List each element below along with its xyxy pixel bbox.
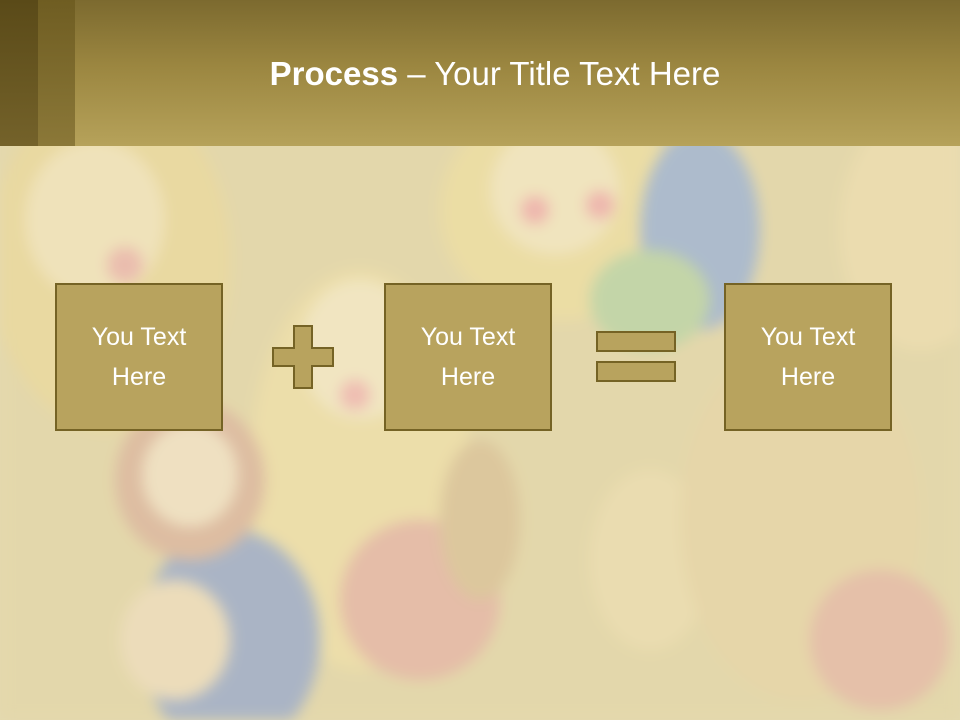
process-box-3[interactable]: You Text Here xyxy=(724,283,892,431)
process-box-2[interactable]: You Text Here xyxy=(384,283,552,431)
title-band: Process – Your Title Text Here xyxy=(0,0,960,146)
process-box-text: You Text Here xyxy=(760,323,856,391)
process-box-1[interactable]: You Text Here xyxy=(55,283,223,431)
slide-title[interactable]: Process – Your Title Text Here xyxy=(75,52,915,96)
title-dash: – xyxy=(398,55,435,92)
band-accent-strip xyxy=(38,0,75,146)
plus-icon xyxy=(272,325,334,389)
process-box-text: You Text Here xyxy=(420,323,516,391)
equals-icon xyxy=(596,331,676,382)
title-bold: Process xyxy=(269,55,399,92)
title-rest: Your Title Text Here xyxy=(434,55,721,92)
band-accent-strip xyxy=(0,0,38,146)
process-box-text: You Text Here xyxy=(91,323,187,391)
